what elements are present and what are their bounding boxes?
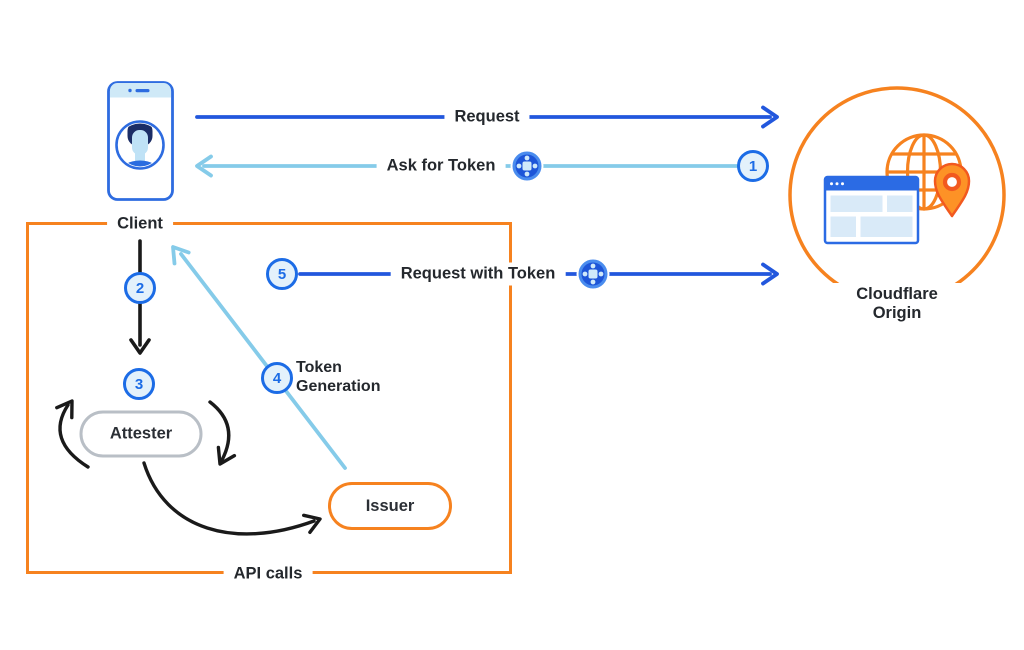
step-badge-5: 5 <box>266 258 298 290</box>
client-label: Client <box>107 212 173 236</box>
cloudflare-origin-label: Cloudflare Origin <box>833 283 961 325</box>
issuer-label: Issuer <box>365 496 415 515</box>
phone-icon <box>107 81 174 201</box>
attester-cycle-left-arrow <box>55 399 90 469</box>
step-badge-3: 3 <box>123 368 155 400</box>
step-badge-2: 2 <box>124 272 156 304</box>
browser-window-icon <box>823 175 920 245</box>
attester-to-issuer-arrow <box>142 461 322 536</box>
issuer-node: Issuer <box>328 482 452 530</box>
user-avatar-icon <box>120 123 160 167</box>
attester-node: Attester <box>79 410 203 458</box>
cloudflare-origin-node <box>788 86 1006 304</box>
attester-label: Attester <box>109 424 173 443</box>
request-label: Request <box>444 105 530 129</box>
location-pin-icon <box>933 162 971 218</box>
request-with-token-label: Request with Token <box>390 262 566 286</box>
attester-cycle-right-arrow <box>208 400 237 466</box>
api-calls-label: API calls <box>223 562 313 586</box>
token-icon <box>575 256 611 292</box>
token-generation-arrow <box>171 245 347 470</box>
step-badge-1: 1 <box>737 150 769 182</box>
token-icon <box>509 148 545 184</box>
ask-for-token-label: Ask for Token <box>376 154 506 178</box>
step-badge-4: 4 <box>261 362 293 394</box>
token-generation-label: Token Generation <box>296 359 381 395</box>
